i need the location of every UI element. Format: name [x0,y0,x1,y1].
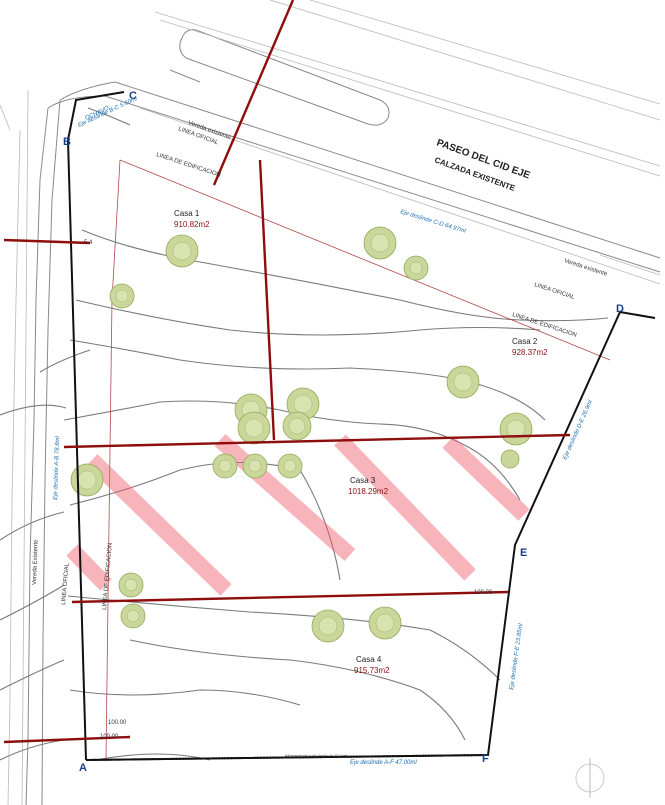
linea-edificacion-mid: LINEA DE EDIFICACION [511,312,577,339]
vertex-b: B [63,136,71,148]
tree [165,234,199,268]
division-lines [3,0,571,744]
vertex-c: C [129,90,137,102]
vertex-e: E [520,547,527,559]
tree [242,453,268,479]
house-3-area: 1018.29m2 [348,487,389,496]
dim-d4: 100.00 [100,734,119,740]
tree [237,411,271,445]
house-2-name: Casa 2 [512,337,538,346]
north-arrow [575,758,605,798]
dim-d3: 100.00 [108,720,127,726]
tree [212,453,238,479]
vertex-labels: A B C D E F [63,90,624,774]
house-3-name: Casa 3 [350,476,376,485]
house-2-area: 928.37m2 [512,348,548,357]
linea-oficial-left: LINEA OFICIAL [61,562,71,605]
axis-label-ab: Eje deslinde A-B 78.8ml [53,435,61,500]
vereda-left: Vereda Existente [32,539,40,585]
left-road-lines [0,89,61,805]
street-lines [47,0,661,285]
vereda-right: Vereda existente [563,258,608,278]
dim-d2: 100.00 [474,590,493,596]
linea-edificacion-left: LINEA DE EDIFICACION [102,543,114,611]
tree [70,463,104,497]
street-name: PASEO DEL CID EJE CALZADA EXISTENTE [433,137,531,193]
house-1-name: Casa 1 [174,209,200,218]
house-labels: Casa 1 910.82m2 Casa 2 928.37m2 Casa 3 1… [174,209,548,675]
tree [363,226,397,260]
dim-bottom: Alineamiento total deslinde 12.2 ml [285,753,347,758]
tree [277,453,303,479]
vertex-f: F [482,753,489,765]
dim-d1: 5.4 [84,240,93,246]
house-4-name: Casa 4 [356,655,382,664]
tree [118,572,144,598]
tree [446,365,480,399]
house-1-area: 910.82m2 [174,220,210,229]
axis-label-ef: Eje deslinde F-E 23.85ml [509,622,524,690]
terrain-contours [0,107,609,761]
tree [403,255,429,281]
trees [70,226,533,643]
tree [120,603,146,629]
axis-label-bc: Eje deslinde B-C 5.60ml [77,96,138,129]
linea-oficial-right: LINEA OFICIAL [533,282,575,301]
house-4-area: 915.73m2 [354,666,390,675]
tree [282,411,312,441]
tree [368,606,402,640]
tree [311,609,345,643]
tree [109,283,135,309]
tree [499,412,533,446]
lot-boundary [66,91,656,761]
axis-label-af: Eje deslinde A-F 47.00ml [350,760,417,766]
axis-label-cd: Eje deslinde C-D 64.97ml [399,209,466,235]
vertex-a: A [79,762,87,774]
building-line [105,159,611,761]
vertex-d: D [616,303,624,315]
hatched-zones [66,434,530,596]
tree [500,449,520,469]
linea-edificacion-top: LINEA DE EDIFICACION [155,152,221,179]
